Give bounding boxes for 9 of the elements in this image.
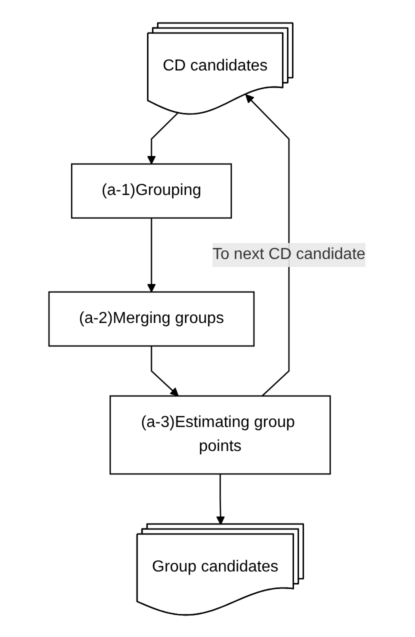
arrow <box>147 218 156 292</box>
arrow <box>147 112 179 164</box>
arrow <box>216 474 226 524</box>
node-box: (a-1)Grouping <box>71 162 232 218</box>
node-box: (a-2)Merging groups <box>48 290 255 346</box>
edge-label: To next CD candidate <box>212 246 366 262</box>
arrow <box>151 346 179 396</box>
node-box: (a-3)Estimating group points <box>110 394 332 474</box>
arrow <box>246 94 290 396</box>
